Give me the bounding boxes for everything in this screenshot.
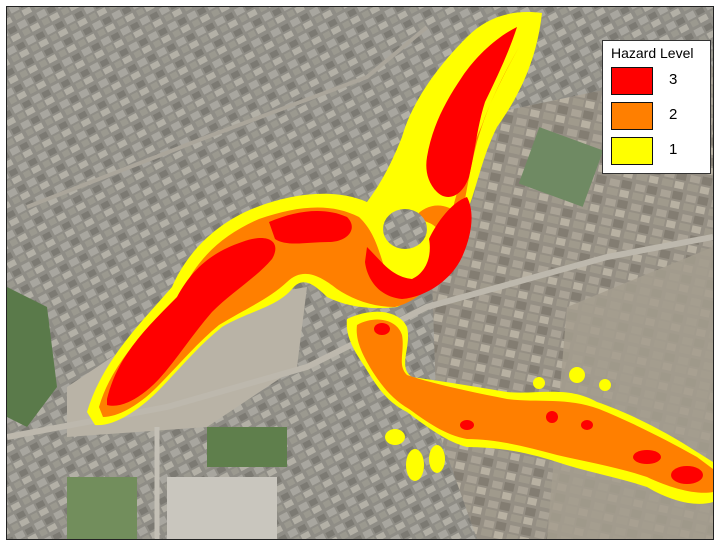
hazard-legend: Hazard Level 3 2 1 (602, 40, 711, 174)
legend-swatch-level-1 (611, 137, 653, 165)
legend-item-level-2: 2 (611, 102, 707, 130)
green-area (207, 427, 287, 467)
legend-swatch-level-3 (611, 67, 653, 95)
legend-item-level-1: 1 (611, 137, 707, 165)
legend-label-level-2: 2 (669, 106, 678, 123)
map-frame[interactable] (6, 6, 714, 540)
green-area (67, 477, 137, 539)
sports-field (518, 127, 604, 207)
hazard-zone-level-3 (107, 27, 703, 484)
legend-item-level-3: 3 (611, 67, 707, 95)
vegetation (7, 287, 57, 427)
legend-swatch-level-2 (611, 102, 653, 130)
building-complex (167, 477, 277, 539)
legend-label-level-1: 1 (669, 141, 678, 158)
legend-label-level-3: 3 (669, 71, 678, 88)
road (26, 25, 429, 209)
island-block (383, 209, 427, 249)
legend-title: Hazard Level (611, 45, 694, 61)
satellite-map[interactable] (7, 7, 713, 539)
